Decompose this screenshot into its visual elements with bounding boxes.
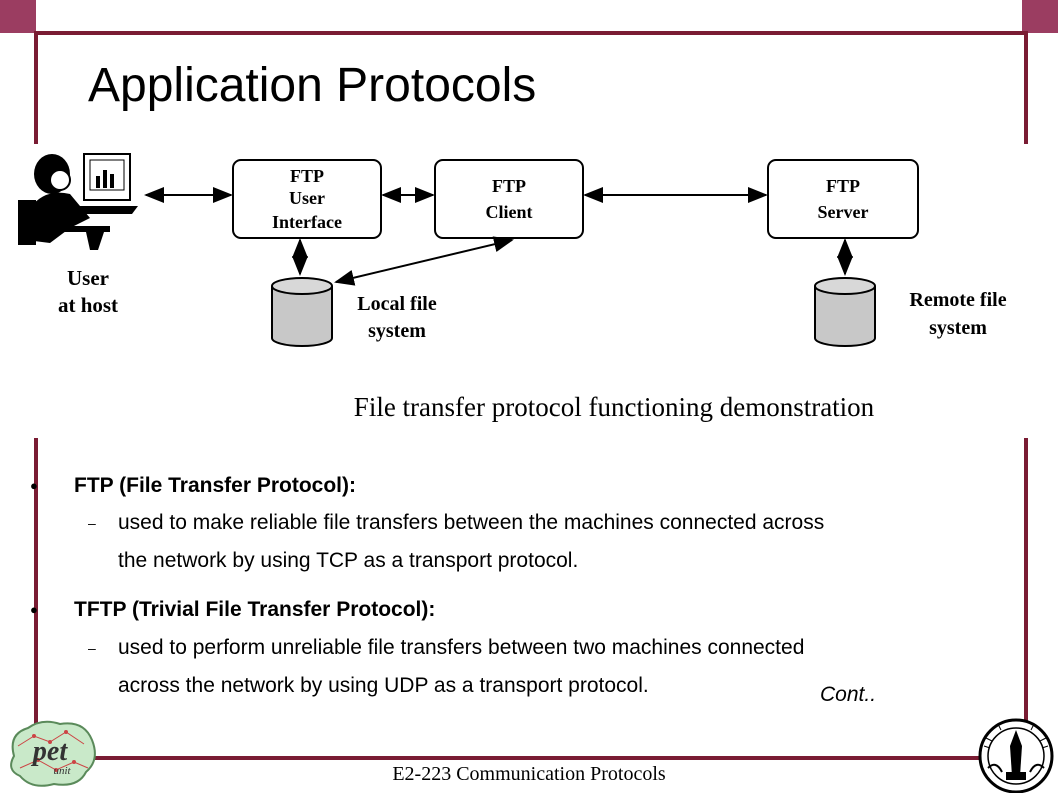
top-left-corner-block (0, 0, 36, 33)
pet-logo-text: pet (31, 736, 68, 767)
ftp-server-line1: FTP (826, 176, 860, 196)
ftp-client-line1: FTP (492, 176, 526, 196)
ftp-client-line2: Client (486, 202, 533, 222)
local-fs-line1: Local file (357, 293, 437, 315)
continued-label: Cont.. (820, 683, 877, 706)
top-frame-line (36, 31, 1028, 35)
local-file-system-cylinder (271, 277, 333, 347)
bottom-frame-line (36, 756, 1028, 760)
bullet-heading: TFTP (Trivial File Transfer Protocol): (74, 598, 436, 621)
user-label-line2: at host (58, 293, 118, 317)
slide-footer: E2-223 Communication Protocols (392, 763, 666, 785)
client-to-local-fs-arrow (334, 236, 514, 286)
sub-bullet-line: the network by using TCP as a transport … (118, 549, 579, 572)
left-frame-line-top (34, 31, 38, 144)
ftp-server-line2: Server (818, 202, 869, 222)
left-frame-line-bottom (34, 438, 38, 758)
ftp-server-box (767, 159, 919, 239)
sub-bullet-line: used to make reliable file transfers bet… (118, 511, 825, 534)
diagram-caption: File transfer protocol functioning demon… (354, 392, 875, 422)
pet-unit-logo: pet unit (10, 720, 96, 787)
ftp-client-box (434, 159, 584, 239)
bullet-heading: FTP (File Transfer Protocol): (74, 474, 356, 497)
local-fs-line2: system (368, 320, 426, 342)
dash-icon: – (88, 640, 96, 656)
user-at-host-icon (18, 153, 138, 250)
remote-fs-line1: Remote file (909, 289, 1006, 311)
ftp-ui-line1: FTP (290, 166, 324, 186)
sub-bullet-line: across the network by using UDP as a tra… (118, 674, 649, 697)
bullet-dot-icon: ● (30, 478, 38, 493)
ftp-ui-line2: User (289, 188, 325, 208)
ftp-diagram: User at host FTP User Interface FTP Clie… (18, 153, 1007, 422)
top-right-corner-block (1022, 0, 1058, 33)
remote-fs-line2: system (929, 317, 987, 339)
slide-title: Application Protocols (88, 59, 537, 112)
sub-bullet-line: used to perform unreliable file transfer… (118, 636, 805, 659)
dash-icon: – (88, 515, 96, 531)
user-label-line1: User (67, 266, 109, 290)
remote-file-system-cylinder (814, 277, 876, 347)
right-frame-line-bottom (1024, 438, 1028, 758)
pet-logo-subtext: unit (53, 765, 71, 777)
institute-seal-logo (978, 718, 1054, 793)
ftp-ui-line3: Interface (272, 212, 342, 232)
bullet-dot-icon: ● (30, 602, 38, 617)
right-frame-line-top (1024, 31, 1028, 144)
